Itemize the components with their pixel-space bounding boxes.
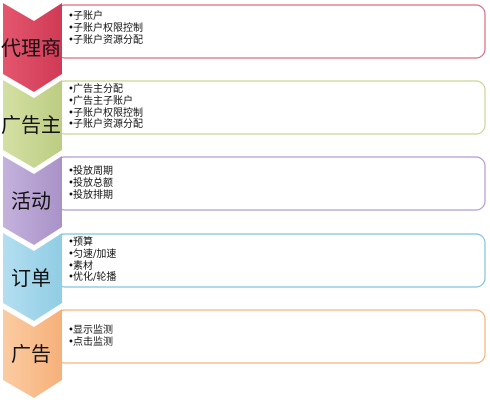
stage-3-detail-box (55, 156, 486, 211)
stage-1-title: 代理商 (1, 36, 61, 60)
item-text: 广告主分配 (73, 84, 123, 95)
stage-3-title: 活动 (11, 189, 51, 213)
bullet-icon: • (68, 237, 74, 248)
list-item: •优化/轮播 (68, 272, 116, 284)
stage-2-items: •广告主分配 •广告主子账户 •子账户权限控制 •子账户资源分配 (68, 84, 143, 131)
item-text: 投放排期 (73, 189, 113, 201)
list-item: •子账户资源分配 (68, 119, 143, 131)
item-text: 素材 (73, 260, 93, 272)
bullet-icon: • (68, 166, 74, 177)
item-text: 显示监测 (73, 325, 113, 336)
list-item: •投放排期 (68, 190, 113, 202)
stage-4-title: 订单 (11, 266, 51, 290)
bullet-icon: • (68, 248, 74, 260)
item-text: 匀速/加速 (73, 248, 117, 260)
item-text: 投放周期 (73, 166, 113, 177)
list-item: •子账户 (68, 11, 143, 23)
stage-2-title: 广告主 (1, 113, 61, 137)
stage-4-detail-box (55, 233, 486, 288)
list-item: •素材 (68, 261, 116, 273)
stage-1-items: •子账户 •子账户权限控制 •子账户资源分配 (68, 11, 143, 46)
item-text: 投放总额 (73, 177, 113, 189)
list-item: •投放总额 (68, 178, 113, 190)
bullet-icon: • (68, 11, 74, 22)
list-item: •匀速/加速 (68, 249, 116, 261)
item-text: 子账户资源分配 (73, 119, 143, 131)
item-text: 子账户权限控制 (73, 22, 143, 34)
item-text: 优化/轮播 (73, 272, 117, 284)
stage-5-detail-box (55, 309, 486, 364)
bullet-icon: • (68, 189, 74, 201)
list-item: •子账户资源分配 (68, 35, 143, 47)
list-item: •广告主分配 (68, 84, 143, 96)
stage-5-chevron (3, 309, 62, 398)
bullet-icon: • (68, 177, 74, 189)
stage-5-items: •显示监测 •点击监测 (68, 325, 113, 349)
bullet-icon: • (68, 107, 74, 119)
list-item: •点击监测 (68, 337, 113, 349)
stage-5-title: 广告 (11, 342, 51, 366)
item-text: 子账户权限控制 (73, 107, 143, 119)
item-text: 子账户 (73, 11, 103, 22)
list-item: •广告主子账户 (68, 96, 143, 108)
stage-3-chevron (3, 156, 62, 245)
bullet-icon: • (68, 325, 74, 336)
bullet-icon: • (68, 95, 74, 107)
item-text: 预算 (73, 237, 93, 248)
bullet-icon: • (68, 84, 74, 95)
bullet-icon: • (68, 119, 74, 131)
list-item: •子账户权限控制 (68, 23, 143, 35)
list-item: •显示监测 (68, 325, 113, 337)
stage-4-chevron (3, 233, 62, 321)
bullet-icon: • (68, 336, 74, 348)
list-item: •子账户权限控制 (68, 108, 143, 120)
bullet-icon: • (68, 22, 74, 34)
item-text: 点击监测 (73, 336, 113, 348)
item-text: 广告主子账户 (73, 95, 133, 107)
stage-3-items: •投放周期 •投放总额 •投放排期 (68, 166, 113, 201)
bullet-icon: • (68, 34, 74, 46)
stage-1-chevron (3, 3, 62, 92)
bullet-icon: • (68, 272, 74, 284)
stage-2-chevron (3, 80, 62, 168)
list-item: •预算 (68, 237, 116, 249)
item-text: 子账户资源分配 (73, 34, 143, 46)
list-item: •投放周期 (68, 166, 113, 178)
bullet-icon: • (68, 260, 74, 272)
stage-4-items: •预算 •匀速/加速 •素材 •优化/轮播 (68, 237, 116, 284)
